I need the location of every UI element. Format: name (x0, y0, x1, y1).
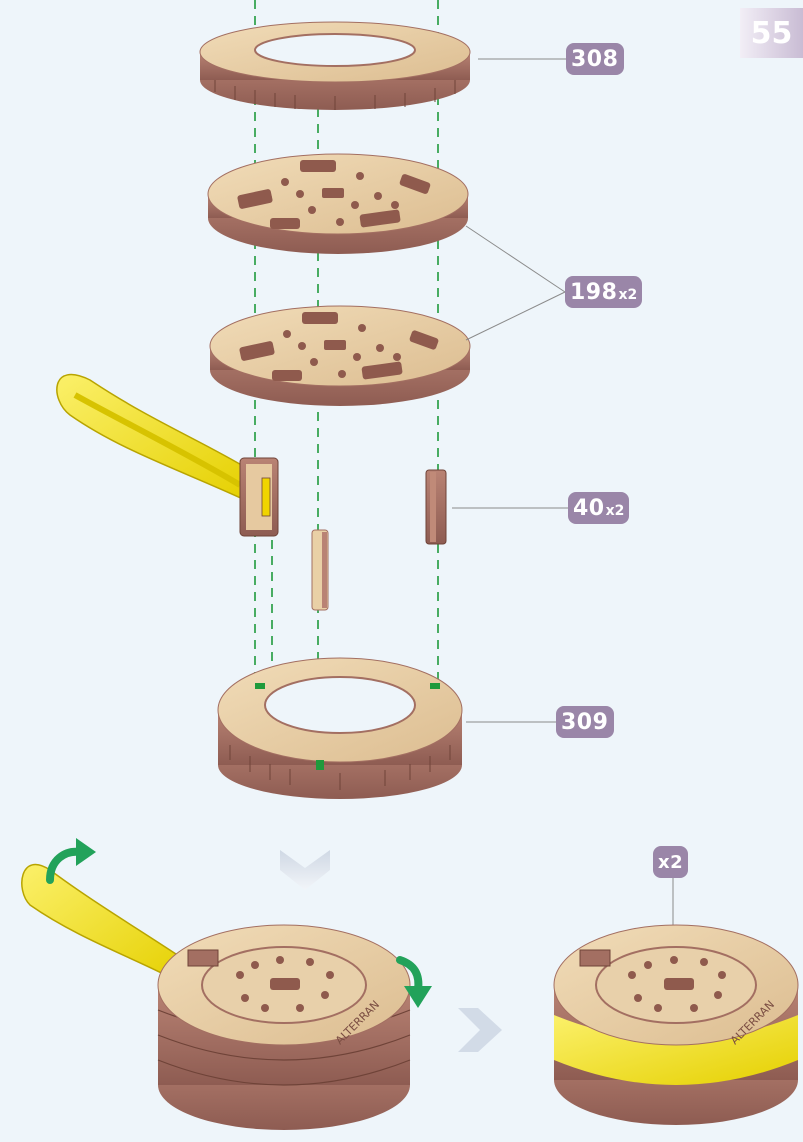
part-label-309: 309 (556, 706, 614, 738)
part-309-ring (218, 658, 462, 799)
part-label-308: 308 (566, 43, 624, 75)
part-multiplier: x2 (606, 503, 625, 519)
part-198-disc-bottom (210, 306, 470, 406)
part-number: 40 (573, 496, 605, 521)
yellow-strap (57, 375, 250, 500)
part-198-disc-top (208, 154, 468, 254)
part-40-pin-middle (312, 530, 328, 610)
result-multiplier: x2 (658, 852, 683, 873)
strap-clip-part (240, 458, 278, 536)
part-number: 198 (570, 280, 617, 305)
part-308-ring (200, 22, 470, 110)
final-drum-with-band: ALTERRAN (554, 925, 798, 1125)
page-number: 55 (740, 8, 803, 58)
part-number: 309 (561, 710, 608, 735)
part-multiplier: x2 (618, 287, 637, 303)
leader-lines (452, 59, 673, 932)
rotate-arrow-icon (50, 838, 96, 880)
part-label-40: 40 x2 (568, 492, 629, 524)
part-40-pin-right (426, 470, 446, 544)
right-arrow-icon (458, 1008, 502, 1052)
part-number: 308 (571, 47, 618, 72)
result-multiplier-badge: x2 (653, 846, 688, 878)
part-label-198: 198 x2 (565, 276, 642, 308)
down-arrow-icon (280, 850, 330, 890)
assembled-drum-with-strap: ALTERRAN (22, 865, 410, 1130)
